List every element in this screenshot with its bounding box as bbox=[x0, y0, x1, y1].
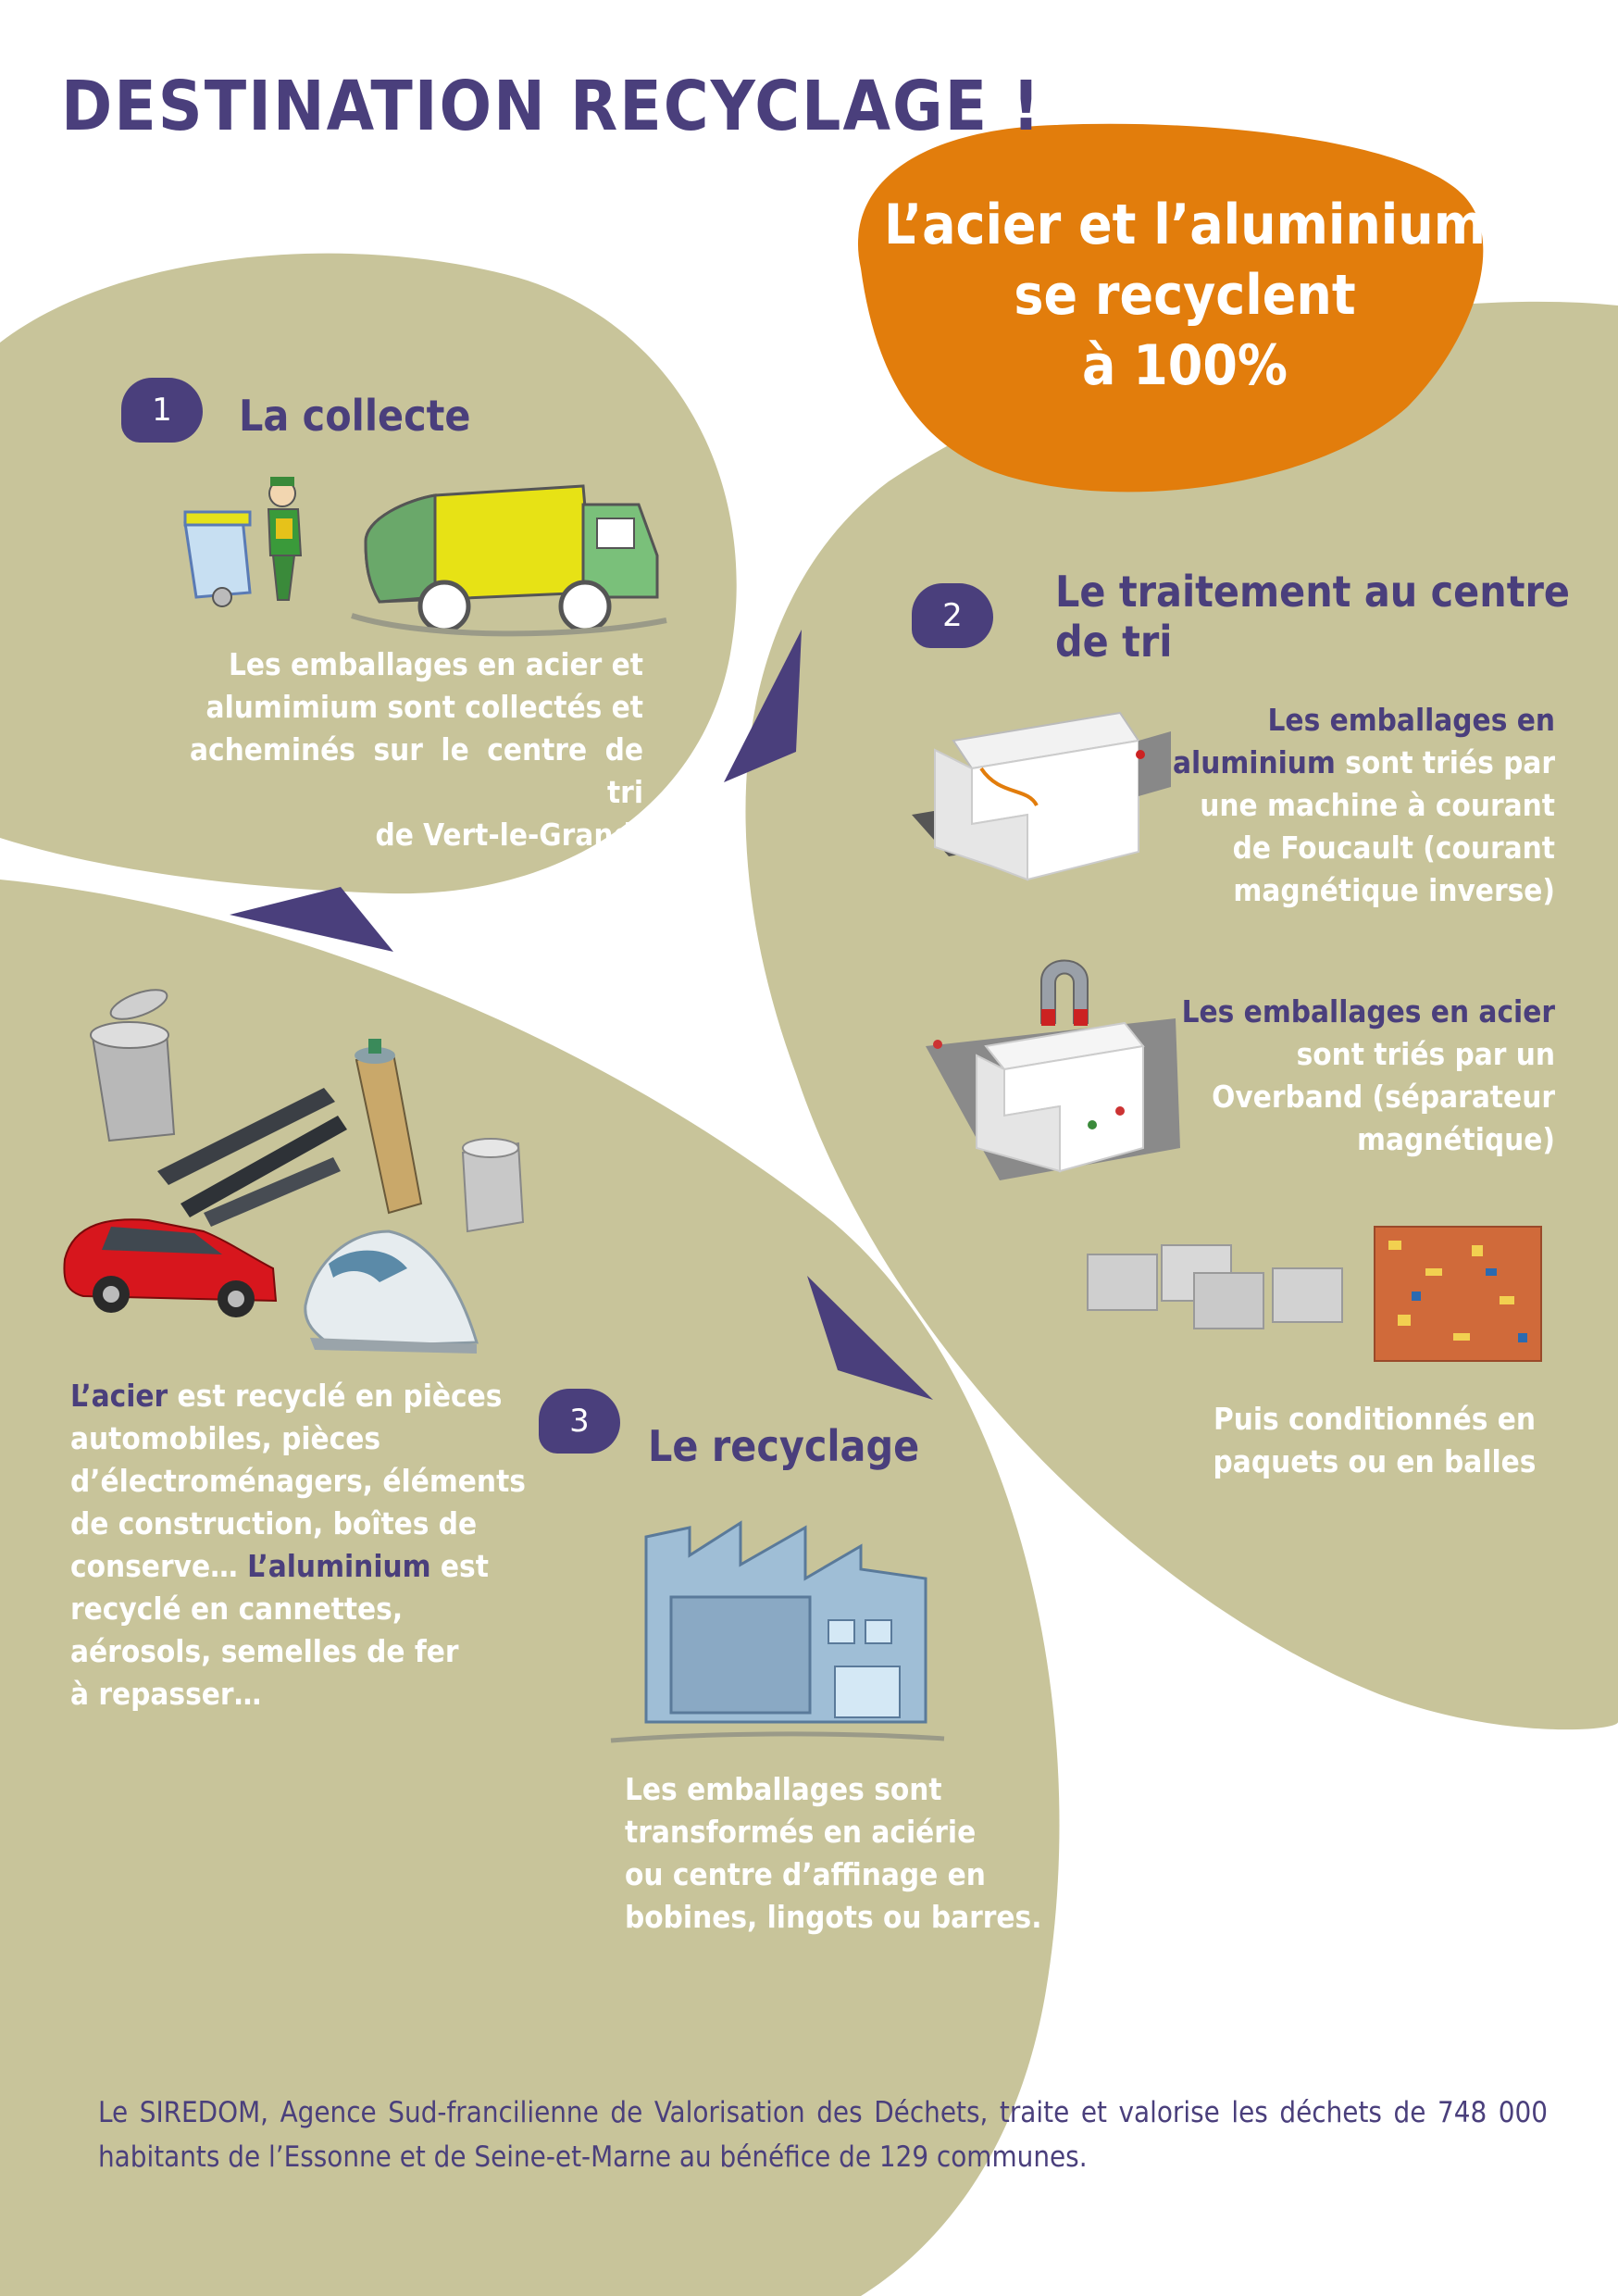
uses-line: à repasser… bbox=[70, 1676, 262, 1712]
uses-line: de construction, boîtes de bbox=[70, 1505, 478, 1541]
step-2-aluminium-text: Les emballages en aluminium sont triés p… bbox=[1148, 699, 1555, 912]
red-car-icon bbox=[63, 1218, 278, 1317]
aluminium-line: une machine à courant bbox=[1200, 787, 1555, 823]
conditioning-line: paquets ou en balles bbox=[1213, 1443, 1537, 1479]
garbage-truck-icon bbox=[351, 484, 667, 637]
aluminium-line: aluminium sont triés par bbox=[1148, 742, 1555, 784]
uses-line: recyclé en cannettes, bbox=[70, 1591, 404, 1627]
step-3-line: Les emballages sont bbox=[625, 1771, 942, 1807]
uses-line-start: conserve… bbox=[70, 1548, 248, 1584]
aluminium-highlight: aluminium bbox=[1173, 744, 1336, 780]
step-2-conditioning-text: Puis conditionnés en paquets ou en balle… bbox=[1194, 1398, 1555, 1483]
arrow-recyclage-to-collecte bbox=[230, 887, 393, 952]
step-3-text: Les emballages sont transformés en aciér… bbox=[625, 1768, 1069, 1939]
uses-line: automobiles, pièces bbox=[70, 1420, 381, 1456]
conditioning-line: Puis conditionnés en bbox=[1213, 1401, 1537, 1437]
step-1-text: Les emballages en acier et alumimium son… bbox=[190, 643, 643, 856]
step-3-line: bobines, lingots ou barres. bbox=[625, 1899, 1042, 1935]
clothes-iron-icon bbox=[304, 1229, 479, 1354]
step-3-line: ou centre d’affinage en bbox=[625, 1856, 986, 1892]
headline-blob bbox=[857, 123, 1484, 493]
footer-text: Le SIREDOM, Agence Sud-francilienne de V… bbox=[98, 2096, 1548, 2174]
tri-blob bbox=[745, 301, 1618, 1730]
headline-line: se recyclent bbox=[1014, 263, 1356, 328]
uses-line: conserve… L’aluminium est bbox=[70, 1545, 552, 1588]
step-3-title: Le recyclage bbox=[648, 1421, 920, 1471]
step-1-badge: 1 bbox=[121, 378, 203, 443]
step-2-title-line: de tri bbox=[1055, 617, 1173, 667]
step-1-line: de Vert-le-Grand. bbox=[375, 817, 643, 853]
uses-line: L’acier est recyclé en pièces bbox=[70, 1375, 552, 1417]
step-1-line: acheminés sur le centre de tri bbox=[190, 731, 643, 810]
headline-line: à 100% bbox=[1082, 333, 1288, 398]
steel-bars-icon bbox=[157, 1088, 347, 1227]
tin-can-icon bbox=[90, 989, 176, 1142]
step-1-line: Les emballages en acier et bbox=[228, 646, 643, 682]
trash-bin-icon bbox=[183, 510, 252, 607]
headline-line: L’acier et l’aluminium bbox=[884, 193, 1486, 257]
compressed-bales-icon bbox=[1087, 1226, 1542, 1362]
step-3-badge: 3 bbox=[539, 1389, 620, 1454]
acier-line: Les emballages en acier bbox=[1181, 993, 1555, 1029]
page-title: DESTINATION RECYCLAGE ! bbox=[61, 67, 1042, 146]
step-2-title-line: Le traitement au centre bbox=[1055, 567, 1570, 617]
uses-line-rest: est recyclé en pièces bbox=[168, 1378, 503, 1414]
headline: L’acier et l’aluminium se recyclent à 10… bbox=[861, 190, 1509, 401]
acier-line: magnétique) bbox=[1357, 1121, 1555, 1157]
aluminium-line: de Foucault (courant bbox=[1232, 830, 1555, 866]
factory-icon bbox=[610, 1520, 945, 1743]
step-1-line: alumimium sont collectés et bbox=[205, 689, 643, 725]
uses-line: aérosols, semelles de fer bbox=[70, 1633, 459, 1669]
aluminium-line-rest: sont triés par bbox=[1345, 744, 1555, 780]
aluminium-line: magnétique inverse) bbox=[1233, 872, 1555, 908]
magnet-separator-icon bbox=[926, 959, 1180, 1180]
drink-can-icon bbox=[461, 1138, 525, 1233]
arrow-collecte-to-tri bbox=[724, 630, 802, 782]
steel-highlight: L’acier bbox=[70, 1378, 168, 1414]
worker-icon bbox=[267, 477, 303, 601]
step-2-title: Le traitement au centre de tri bbox=[1055, 567, 1574, 667]
step-1-title: La collecte bbox=[239, 391, 471, 441]
step-3-uses-text: L’acier est recyclé en pièces automobile… bbox=[70, 1375, 552, 1716]
step-2-badge: 2 bbox=[912, 583, 993, 648]
step-2-acier-text: Les emballages en acier sont triés par u… bbox=[1148, 991, 1555, 1161]
step-3-line: transformés en aciérie bbox=[625, 1814, 977, 1850]
uses-line: d’électroménagers, éléments bbox=[70, 1463, 526, 1499]
uses-line-rest: est bbox=[430, 1548, 489, 1584]
acier-line: Overband (séparateur bbox=[1212, 1079, 1555, 1115]
acier-line: sont triés par un bbox=[1296, 1036, 1555, 1072]
aluminium-line: Les emballages en bbox=[1267, 702, 1555, 738]
alu-highlight: L’aluminium bbox=[247, 1548, 431, 1584]
eddy-current-machine-icon bbox=[912, 711, 1171, 881]
recyclage-blob bbox=[0, 880, 1060, 2296]
aerosol-can-icon bbox=[355, 1039, 423, 1215]
arrow-tri-to-recyclage bbox=[807, 1276, 933, 1400]
